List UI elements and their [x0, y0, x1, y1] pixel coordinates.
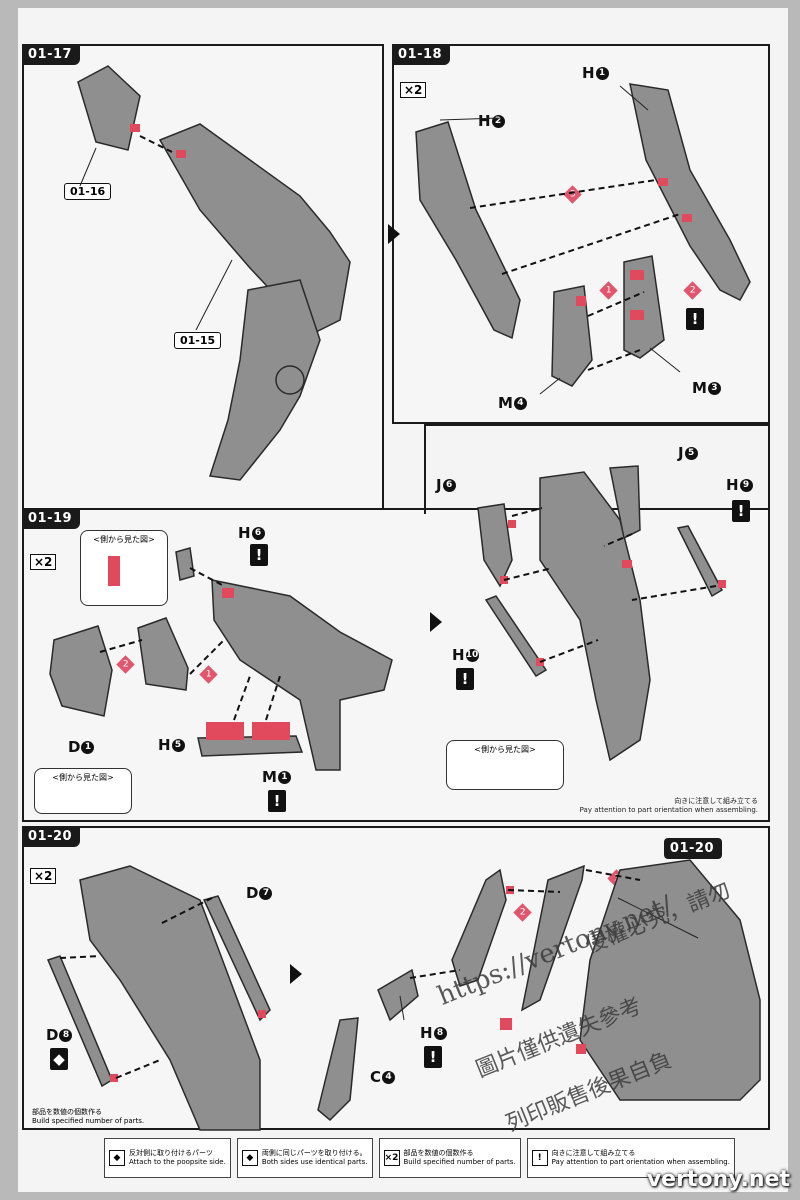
part-shape: [175, 547, 195, 581]
both-sides-icon: ◆: [50, 1048, 68, 1070]
part-shape: [415, 121, 521, 340]
orientation-warning-icon: !: [531, 1150, 548, 1166]
part-shape: [520, 864, 585, 1012]
side-view-callout: <側から見た図>: [34, 768, 132, 814]
part-shape: [484, 595, 548, 678]
orientation-warning-icon: !: [424, 1046, 442, 1068]
part-shape: [676, 525, 723, 598]
step-number: 01-17: [22, 44, 81, 65]
legend-item-both-sides: ◆ 両側に同じパーツを取り付ける。Both sides use identica…: [236, 1138, 373, 1178]
part-shape: [317, 1017, 359, 1122]
step-number: 01-18: [392, 44, 451, 65]
multiplier-badge: ×2: [30, 554, 57, 570]
part-shape: [46, 955, 113, 1088]
brand-watermark: vertony.net: [646, 1167, 790, 1192]
part-H10: H10: [452, 646, 479, 664]
part-shape: [202, 895, 271, 1022]
part-shape: [609, 465, 641, 540]
part-shape: [579, 859, 761, 1101]
step-arrow-icon: [290, 964, 302, 984]
part-shape: [211, 579, 393, 771]
build-note: 部品を数値の個数作る Build specified number of par…: [32, 1108, 145, 1125]
part-shape: [209, 279, 321, 481]
step-arrow-icon: [430, 612, 442, 632]
orientation-warning-icon: !: [456, 668, 474, 690]
orientation-warning-icon: !: [732, 500, 750, 522]
part-shape: [551, 285, 593, 387]
orientation-warning-icon: !: [250, 544, 268, 566]
part-shape: [49, 625, 113, 717]
multiplier-badge: ×2: [30, 868, 57, 884]
part-shape: [629, 83, 751, 301]
part-shape: [79, 865, 261, 1131]
part-shape: [137, 617, 189, 691]
part-shape: [377, 968, 419, 1022]
orientation-note: 向きに注意して組み立てる Pay attention to part orien…: [579, 797, 758, 814]
multiplier-badge: ×2: [400, 82, 427, 98]
part-shape: [477, 503, 513, 588]
part-shape: [77, 65, 141, 151]
both-sides-icon: ◆: [241, 1150, 258, 1166]
orientation-warning-icon: !: [268, 790, 286, 812]
step-panel-01-19-right: [424, 424, 770, 514]
part-shape: [451, 868, 507, 987]
opposite-side-icon: ◆: [109, 1150, 125, 1166]
multiplier-icon: ×2: [383, 1150, 400, 1166]
step-number: 01-19: [22, 508, 81, 529]
side-view-callout: <側から見た図>: [80, 530, 168, 606]
ref-01-16: 01-16: [64, 183, 112, 200]
step-number-right: 01-20: [663, 838, 722, 859]
part-shape: [539, 471, 651, 762]
orientation-warning-icon: !: [686, 308, 704, 330]
ref-01-15: 01-15: [174, 332, 222, 349]
side-view-callout: <側から見た図>: [446, 740, 564, 790]
step-arrow-icon: [388, 224, 400, 244]
step-number: 01-20: [22, 826, 81, 847]
